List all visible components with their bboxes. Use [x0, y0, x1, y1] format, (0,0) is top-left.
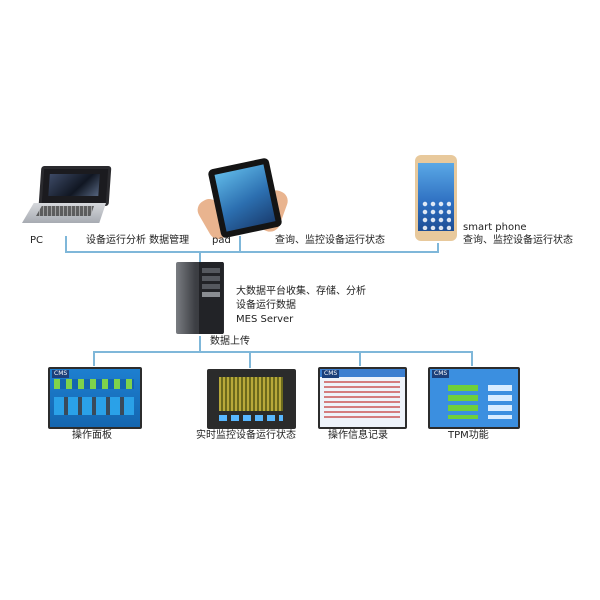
phone-function-label: 查询、监控设备运行状态: [463, 235, 573, 246]
bottom-bus-line: [93, 351, 473, 366]
tpm-function-screen: CMS: [428, 367, 520, 429]
realtime-monitor-screen: [207, 369, 296, 429]
operation-log-screen: CMS: [318, 367, 407, 429]
pad-function-label: 查询、监控设备运行状态: [275, 235, 385, 246]
pad-label: pad: [212, 235, 231, 246]
realtime-monitor-label: 实时监控设备运行状态: [196, 430, 296, 441]
data-upload-label: 数据上传: [210, 336, 250, 347]
pc-function-label: 设备运行分析 数据管理: [86, 235, 190, 246]
server-description-line2: 设备运行数据: [236, 300, 296, 311]
operation-panel-screen: CMS: [48, 367, 142, 429]
screen-badge: CMS: [52, 370, 70, 378]
pc-label: PC: [30, 235, 44, 246]
screen-badge: CMS: [432, 370, 450, 378]
operation-log-label: 操作信息记录: [328, 430, 388, 441]
top-bus-line: [65, 236, 439, 253]
screen-badge: CMS: [322, 370, 340, 378]
server-name-label: MES Server: [236, 314, 294, 325]
phone-label: smart phone: [463, 222, 527, 233]
operation-panel-label: 操作面板: [72, 430, 112, 441]
tpm-function-label: TPM功能: [448, 430, 489, 441]
server-description-line1: 大数据平台收集、存储、分析: [236, 286, 366, 297]
